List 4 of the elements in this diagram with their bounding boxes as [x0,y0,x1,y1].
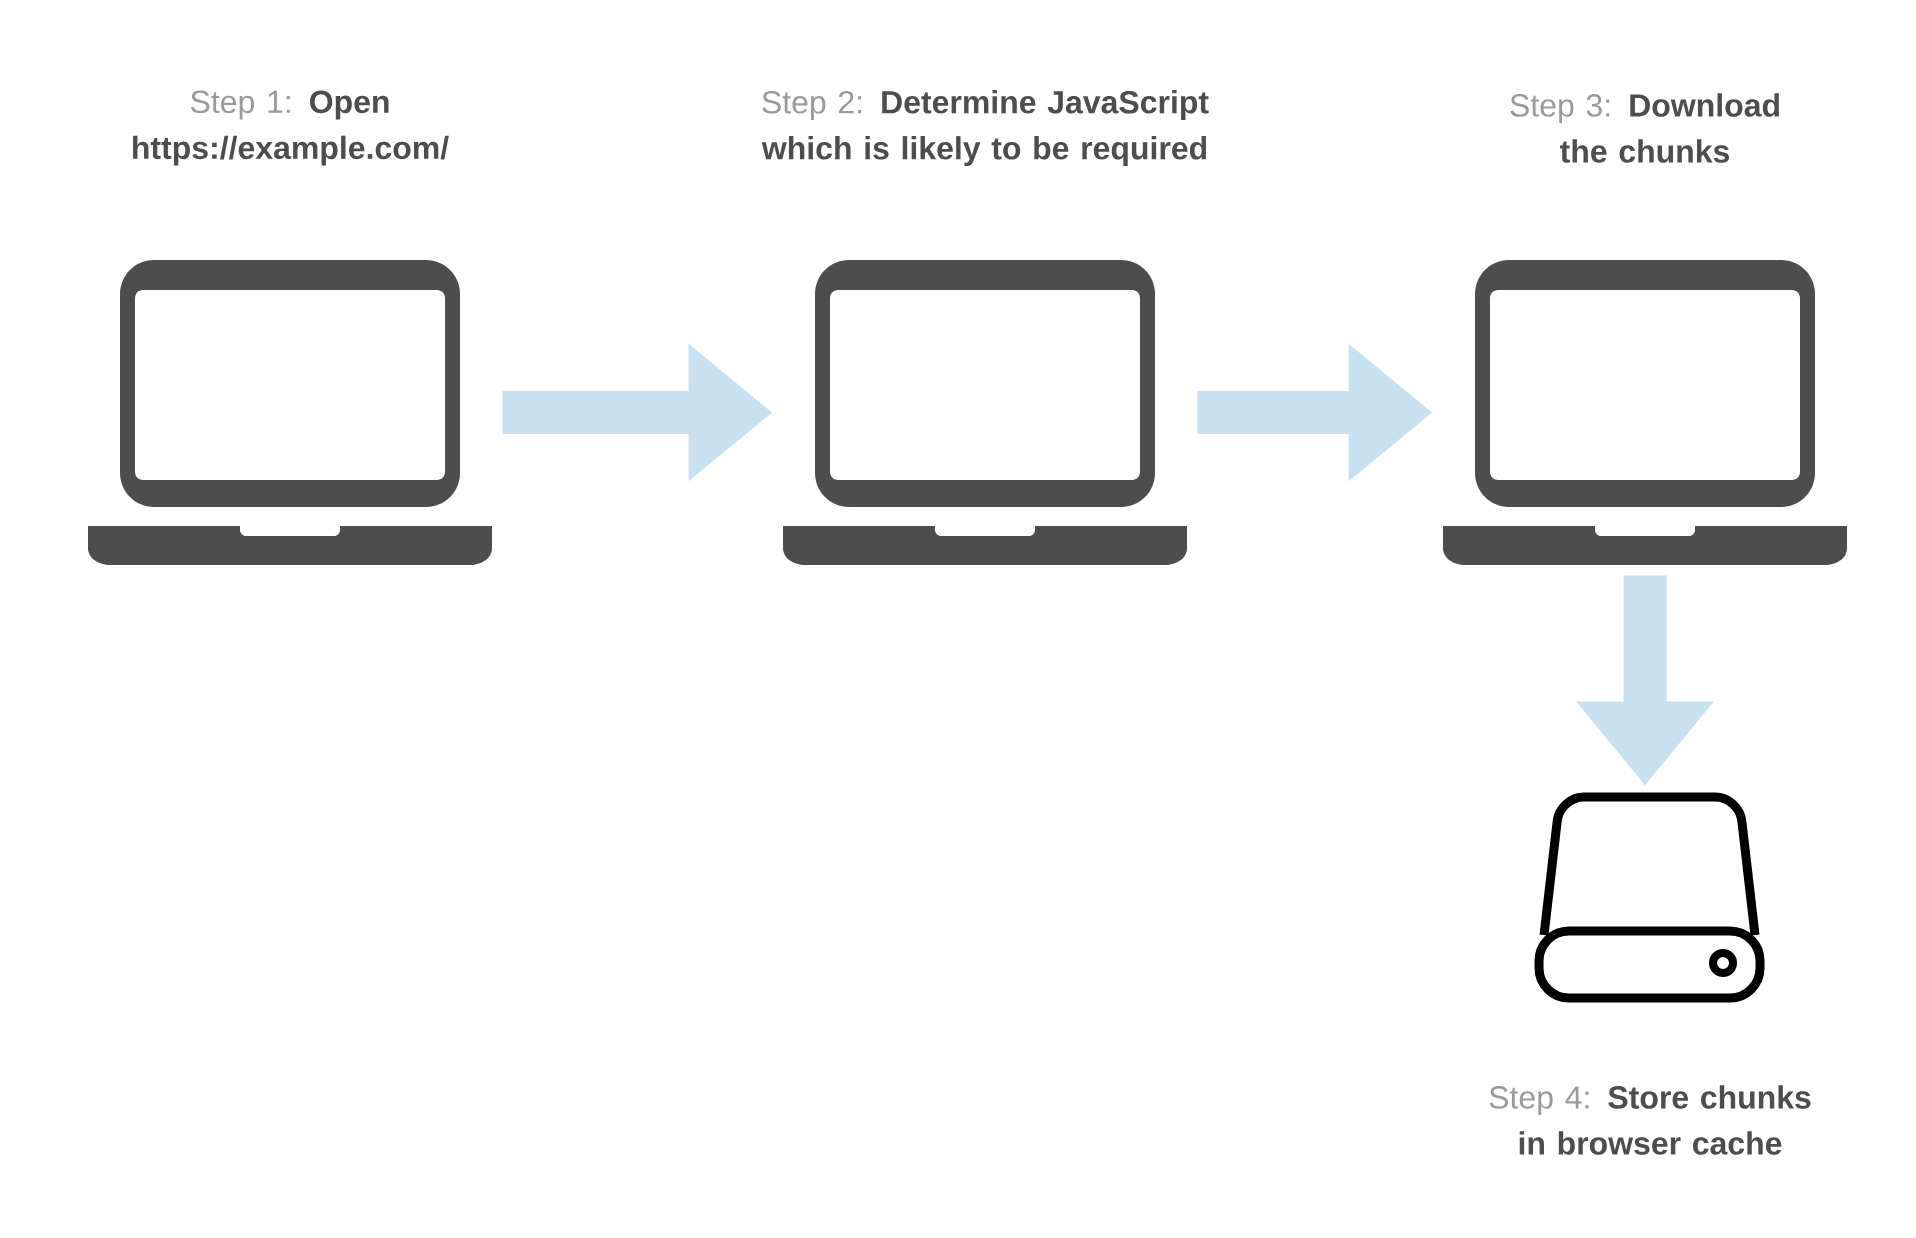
heading-text: Step 1: Open https://example.com/ [133,90,449,166]
heading-text: Step 4: Store chunks in browser cache [1489,1085,1811,1155]
heading-text: Step 2: Determine JavaScript which is likely to be required [761,90,1209,166]
heading-text: Step 3: Download the chunks [1510,93,1779,163]
